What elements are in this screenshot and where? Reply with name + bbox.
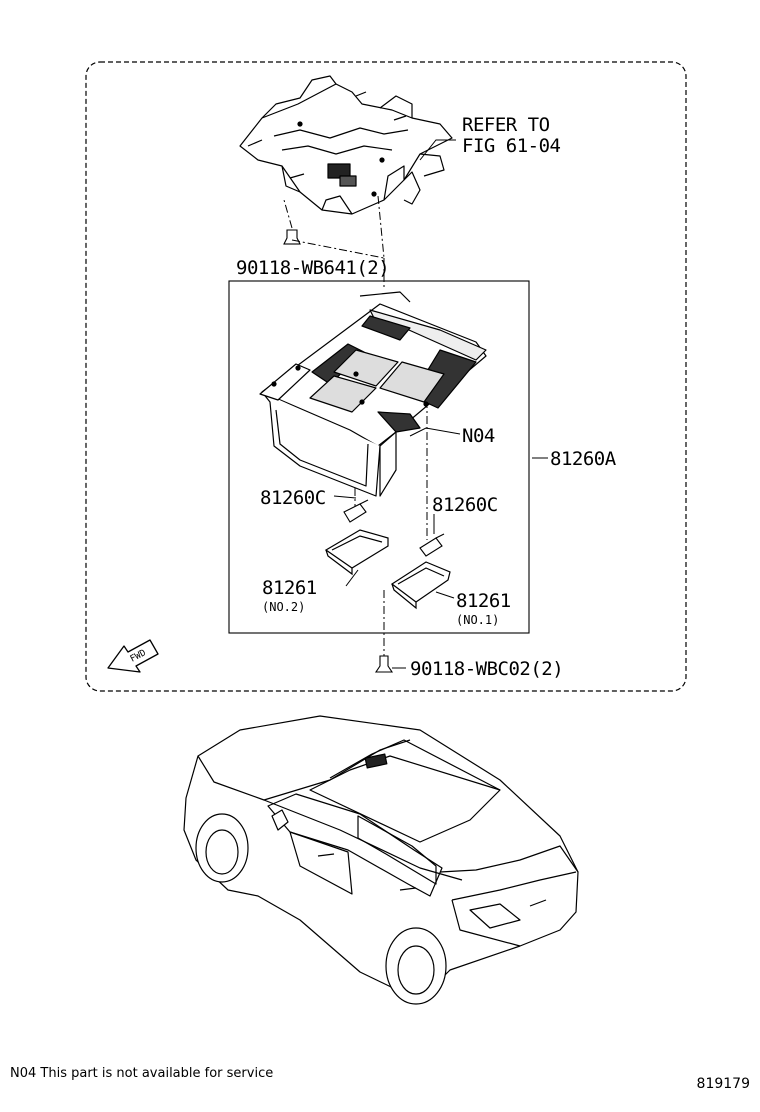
part-code-n04[interactable]: N04 (462, 425, 495, 447)
leader-lines (333, 139, 548, 669)
bulb-left (343, 499, 369, 523)
part-number-bulb-left[interactable]: 81260C (260, 487, 326, 509)
refer-to-label: REFER TO (462, 114, 550, 136)
bulb-right (419, 533, 445, 557)
part-number-clip-bottom[interactable]: 90118-WBC02(2) (410, 658, 564, 680)
clip-top (283, 229, 301, 245)
lens-left-sub-label: (NO.2) (262, 600, 305, 614)
vehicle-overview (183, 715, 579, 1005)
lens-right (390, 561, 451, 610)
lens-left (324, 529, 389, 576)
clip-bottom (374, 655, 394, 673)
part-number-lamp-assy[interactable]: 81260A (550, 448, 617, 470)
figure-number: 819179 (696, 1076, 750, 1092)
part-number-clip-top[interactable]: 90118-WB641(2) (236, 257, 390, 279)
part-number-lens-right[interactable]: 81261 (456, 590, 511, 612)
footnote: N04 This part is not available for servi… (10, 1066, 274, 1081)
forward-arrow-icon: FWD (107, 639, 159, 673)
lamp-assembly-frame (228, 280, 530, 634)
lens-right-sub-label: (NO.1) (456, 613, 499, 627)
map-lamp-assembly (259, 291, 487, 497)
part-number-bulb-right[interactable]: 81260C (432, 494, 498, 516)
roof-bracket (239, 75, 453, 215)
fig-reference-label[interactable]: FIG 61-04 (462, 135, 561, 157)
part-number-lens-left[interactable]: 81261 (262, 577, 317, 599)
